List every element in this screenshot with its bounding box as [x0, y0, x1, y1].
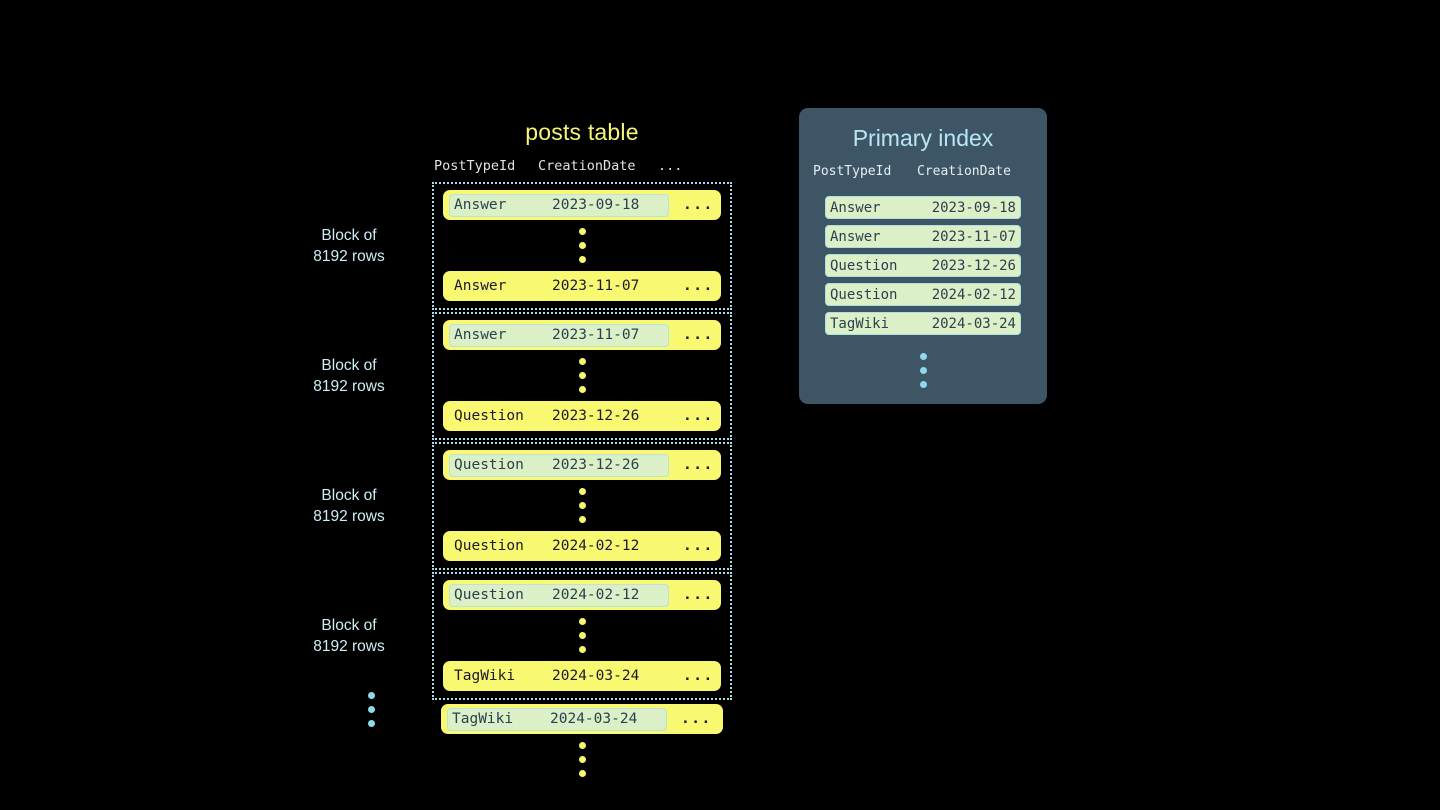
cell-creationdate: 2023-11-07	[931, 228, 1016, 245]
index-row: Answer 2023-09-18	[825, 196, 1021, 219]
cell-posttypeid: TagWiki	[452, 710, 514, 727]
table-row: Question 2024-02-12 ...	[443, 580, 721, 610]
primary-index-title: Primary index	[852, 125, 994, 151]
row-cells: Answer 2023-09-18	[449, 193, 669, 217]
column-header-creationdate: CreationDate	[538, 158, 636, 174]
row-cells: TagWiki 2024-03-24	[447, 707, 667, 731]
cell-creationdate: 2024-02-12	[552, 586, 640, 603]
posts-table-title: posts table	[525, 119, 639, 145]
cell-creationdate: 2024-03-24	[550, 710, 638, 727]
table-block: Block of 8192 rows Question 2023-12-26 .…	[313, 442, 732, 570]
row-cells: Question 2024-02-12	[449, 535, 669, 558]
block-label: Block of 8192 rows	[313, 617, 385, 655]
cell-posttypeid: Question	[454, 456, 524, 473]
rows-ellipsis-icon	[443, 350, 721, 401]
cell-creationdate: 2023-12-26	[552, 456, 640, 473]
table-block: Block of 8192 rows Answer 2023-11-07 ...…	[313, 312, 732, 440]
row-cells: Question 2023-12-26	[449, 405, 669, 428]
table-row: TagWiki 2024-03-24 ...	[441, 704, 723, 734]
rows-ellipsis-icon	[443, 610, 721, 661]
cell-posttypeid: Answer	[830, 228, 881, 245]
cell-ellipsis: ...	[683, 327, 714, 343]
table-row: Question 2023-12-26 ...	[443, 450, 721, 480]
table-row: Answer 2023-11-07 ...	[443, 320, 721, 350]
row-cells: Question 2024-02-12	[449, 583, 669, 607]
posts-table-section: posts table PostTypeId CreationDate ... …	[313, 118, 732, 785]
column-header-posttypeid: PostTypeId	[434, 158, 516, 174]
posts-table-column-headers: PostTypeId CreationDate ...	[432, 158, 732, 178]
cell-posttypeid: Question	[830, 286, 898, 303]
block-label: Block of 8192 rows	[313, 487, 385, 525]
cell-ellipsis: ...	[683, 197, 714, 213]
posts-table-tail: TagWiki 2024-03-24 ...	[432, 704, 732, 785]
cell-ellipsis: ...	[681, 711, 712, 727]
cell-posttypeid: Answer	[454, 196, 507, 213]
rows-ellipsis-icon	[443, 480, 721, 531]
block-label: Block of 8192 rows	[313, 227, 385, 265]
rows-ellipsis-icon	[443, 220, 721, 271]
cell-posttypeid: Answer	[454, 326, 507, 343]
cell-posttypeid: Answer	[830, 199, 881, 216]
cell-creationdate: 2023-09-18	[552, 196, 640, 213]
index-row: Question 2023-12-26	[825, 254, 1021, 277]
cell-creationdate: 2024-02-12	[552, 537, 640, 554]
index-row: Answer 2023-11-07	[825, 225, 1021, 248]
cell-creationdate: 2023-09-18	[931, 199, 1016, 216]
cell-creationdate: 2024-02-12	[931, 286, 1016, 303]
cell-creationdate: 2023-12-26	[552, 407, 640, 424]
table-row: Answer 2023-09-18 ...	[443, 190, 721, 220]
primary-index-panel: Primary index PostTypeId CreationDate An…	[799, 108, 1047, 404]
rows-ellipsis-icon	[441, 734, 723, 785]
cell-posttypeid: Question	[454, 537, 524, 554]
primary-index-column-headers: PostTypeId CreationDate	[799, 164, 1047, 184]
row-cells: TagWiki 2024-03-24	[449, 665, 669, 688]
table-row: Question 2023-12-26 ...	[443, 401, 721, 431]
table-row: Question 2024-02-12 ...	[443, 531, 721, 561]
blocks-continue-ellipsis-icon	[368, 684, 375, 735]
index-row: Question 2024-02-12	[825, 283, 1021, 306]
cell-ellipsis: ...	[683, 278, 714, 294]
cell-ellipsis: ...	[683, 457, 714, 473]
posts-table-blocks: Block of 8192 rows Answer 2023-09-18 ...…	[313, 182, 732, 700]
column-header-ellipsis: ...	[658, 158, 683, 174]
cell-posttypeid: Question	[454, 586, 524, 603]
table-block: Block of 8192 rows Answer 2023-09-18 ...…	[313, 182, 732, 310]
cell-posttypeid: TagWiki	[830, 315, 890, 332]
cell-posttypeid: Question	[454, 407, 524, 424]
column-header-creationdate: CreationDate	[917, 164, 1011, 179]
cell-posttypeid: Answer	[454, 277, 507, 294]
cell-posttypeid: Question	[830, 257, 898, 274]
cell-creationdate: 2023-11-07	[552, 326, 640, 343]
cell-posttypeid: TagWiki	[454, 667, 516, 684]
cell-ellipsis: ...	[683, 538, 714, 554]
table-row: TagWiki 2024-03-24 ...	[443, 661, 721, 691]
row-cells: Question 2023-12-26	[449, 453, 669, 477]
primary-index-rows: Answer 2023-09-18 Answer 2023-11-07 Ques…	[799, 196, 1047, 396]
cell-creationdate: 2023-11-07	[552, 277, 640, 294]
cell-ellipsis: ...	[683, 668, 714, 684]
table-block: Block of 8192 rows Question 2024-02-12 .…	[313, 572, 732, 700]
cell-ellipsis: ...	[683, 408, 714, 424]
cell-creationdate: 2023-12-26	[931, 257, 1016, 274]
column-header-posttypeid: PostTypeId	[813, 164, 892, 179]
table-row: Answer 2023-11-07 ...	[443, 271, 721, 301]
index-continue-ellipsis-icon	[919, 345, 927, 396]
row-cells: Answer 2023-11-07	[449, 275, 669, 298]
row-cells: Answer 2023-11-07	[449, 323, 669, 347]
index-row: TagWiki 2024-03-24	[825, 312, 1021, 335]
cell-creationdate: 2024-03-24	[931, 315, 1016, 332]
cell-ellipsis: ...	[683, 587, 714, 603]
block-label: Block of 8192 rows	[313, 357, 385, 395]
cell-creationdate: 2024-03-24	[552, 667, 640, 684]
